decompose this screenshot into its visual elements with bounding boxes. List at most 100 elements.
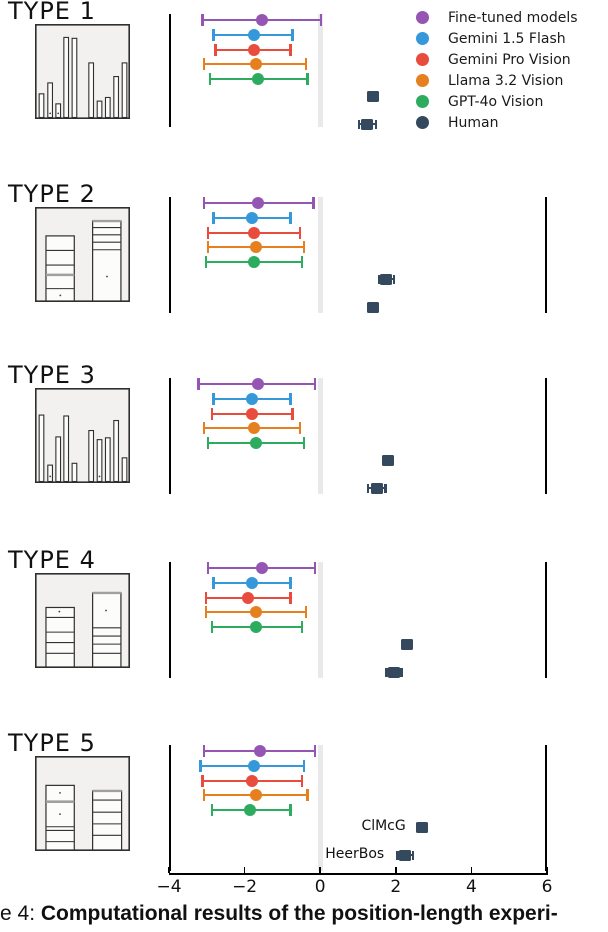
zero-reference-line bbox=[317, 562, 323, 678]
subplot-type-2 bbox=[169, 197, 547, 313]
zero-reference-line bbox=[317, 197, 323, 313]
x-tick-label: 2 bbox=[390, 877, 402, 897]
mean-marker bbox=[249, 621, 262, 633]
mean-marker bbox=[255, 562, 268, 574]
error-bar-cap-left bbox=[203, 789, 206, 801]
thumbnail-type-1-stimulus bbox=[35, 24, 131, 120]
error-bar-cap-right bbox=[300, 621, 304, 633]
mean-marker bbox=[246, 393, 259, 405]
legend-entry-gpt-4o-vision: GPT-4o Vision bbox=[408, 94, 608, 110]
x-tick-label: 0 bbox=[314, 877, 326, 897]
mean-marker bbox=[246, 577, 259, 589]
error-bar-cap-left bbox=[203, 745, 206, 757]
error-bar-cap-right bbox=[306, 789, 309, 801]
right-spine bbox=[545, 378, 547, 494]
mean-marker bbox=[401, 638, 414, 650]
legend-entry-fine-tuned-models: Fine-tuned models bbox=[408, 10, 608, 26]
mean-marker bbox=[251, 378, 264, 390]
error-bar-cap-right bbox=[314, 745, 317, 757]
mean-marker bbox=[249, 58, 262, 70]
point-label-clmcg: ClMcG bbox=[361, 818, 406, 834]
left-spine bbox=[169, 562, 171, 678]
left-spine bbox=[169, 378, 171, 494]
error-bar-cap-left bbox=[197, 378, 200, 390]
type-4-title: TYPE 4 bbox=[8, 546, 96, 574]
error-bar-cap-left bbox=[206, 437, 210, 449]
subplot-type-3 bbox=[169, 378, 547, 494]
error-bar-cap-left bbox=[206, 562, 210, 574]
error-bar-cap-left bbox=[201, 14, 204, 26]
x-tick-label: 4 bbox=[465, 877, 477, 897]
thumbnail-type-2-stimulus bbox=[35, 207, 131, 303]
figure-caption: e 4: Computational results of the positi… bbox=[0, 902, 608, 926]
error-bar-cap-left bbox=[201, 775, 204, 787]
legend-label: Gemini Pro Vision bbox=[448, 52, 571, 68]
error-bar-cap-right bbox=[306, 73, 309, 85]
mean-marker bbox=[251, 197, 264, 209]
error-bar-cap-left bbox=[377, 274, 381, 284]
error-bar-cap-right bbox=[289, 44, 292, 56]
error-bar-cap-right bbox=[298, 227, 302, 239]
thumbnail-type-5-stimulus bbox=[35, 756, 131, 852]
blue-dot-icon bbox=[416, 32, 429, 45]
thumbnail-type-1 bbox=[35, 24, 131, 123]
error-bar-cap-left bbox=[212, 393, 215, 405]
error-bar-cap-left bbox=[204, 592, 208, 604]
orange-dot-icon bbox=[416, 74, 429, 87]
mean-marker bbox=[246, 775, 259, 787]
legend-label: Fine-tuned models bbox=[448, 10, 578, 26]
subplot-type-4 bbox=[169, 562, 547, 678]
mean-marker bbox=[249, 606, 262, 618]
error-bar-cap-left bbox=[214, 44, 217, 56]
error-bar-cap-left bbox=[212, 212, 215, 224]
error-bar-cap-right bbox=[289, 393, 292, 405]
mean-marker bbox=[248, 422, 261, 434]
x-axis-line bbox=[169, 873, 548, 875]
mean-marker bbox=[367, 90, 380, 102]
right-spine bbox=[545, 197, 547, 313]
mean-marker bbox=[249, 789, 262, 801]
error-bar-cap-right bbox=[291, 29, 294, 41]
error-bar-cap-right bbox=[289, 592, 292, 604]
thumbnail-type-3-stimulus bbox=[35, 388, 131, 484]
x-tick bbox=[243, 867, 246, 873]
error-bar-cap-right bbox=[400, 667, 403, 677]
x-tick-label: 6 bbox=[541, 877, 553, 897]
error-bar-cap-left bbox=[212, 577, 215, 589]
legend-label: GPT-4o Vision bbox=[448, 94, 544, 110]
mean-marker bbox=[382, 454, 395, 466]
mean-marker bbox=[367, 301, 380, 313]
error-bar-cap-right bbox=[304, 58, 307, 70]
error-bar-cap-left bbox=[385, 667, 388, 677]
error-bar-cap-left bbox=[210, 408, 213, 420]
thumbnail-type-4 bbox=[35, 573, 131, 672]
error-bar-cap-right bbox=[302, 437, 306, 449]
subplot-type-1 bbox=[169, 14, 547, 130]
error-bar-cap-right bbox=[298, 422, 302, 434]
mean-marker bbox=[255, 14, 268, 26]
error-bar-cap-left bbox=[358, 119, 361, 129]
zero-reference-line bbox=[317, 745, 323, 871]
x-tick bbox=[546, 867, 548, 873]
legend-label: Human bbox=[448, 115, 499, 131]
mean-marker bbox=[253, 745, 266, 757]
error-bar-cap-left bbox=[206, 241, 210, 253]
error-bar-cap-right bbox=[289, 577, 292, 589]
error-bar-cap-right bbox=[304, 606, 307, 618]
mean-marker bbox=[416, 821, 429, 833]
error-bar-cap-right bbox=[300, 775, 304, 787]
navy-dot-icon bbox=[416, 116, 429, 129]
legend-entry-human: Human bbox=[408, 115, 608, 131]
mean-marker bbox=[387, 666, 400, 678]
point-label-heerbos: HeerBos bbox=[325, 846, 385, 862]
x-tick-label: −2 bbox=[232, 877, 258, 897]
purple-dot-icon bbox=[416, 11, 429, 24]
thumbnail-type-3 bbox=[35, 388, 131, 487]
legend-entry-gemini-pro-vision: Gemini Pro Vision bbox=[408, 52, 608, 68]
type-1-title: TYPE 1 bbox=[8, 0, 96, 25]
x-tick bbox=[395, 867, 397, 873]
error-bar-cap-left bbox=[396, 850, 399, 860]
error-bar-cap-left bbox=[204, 606, 208, 618]
error-bar-cap-left bbox=[203, 58, 206, 70]
thumbnail-type-5 bbox=[35, 756, 131, 855]
